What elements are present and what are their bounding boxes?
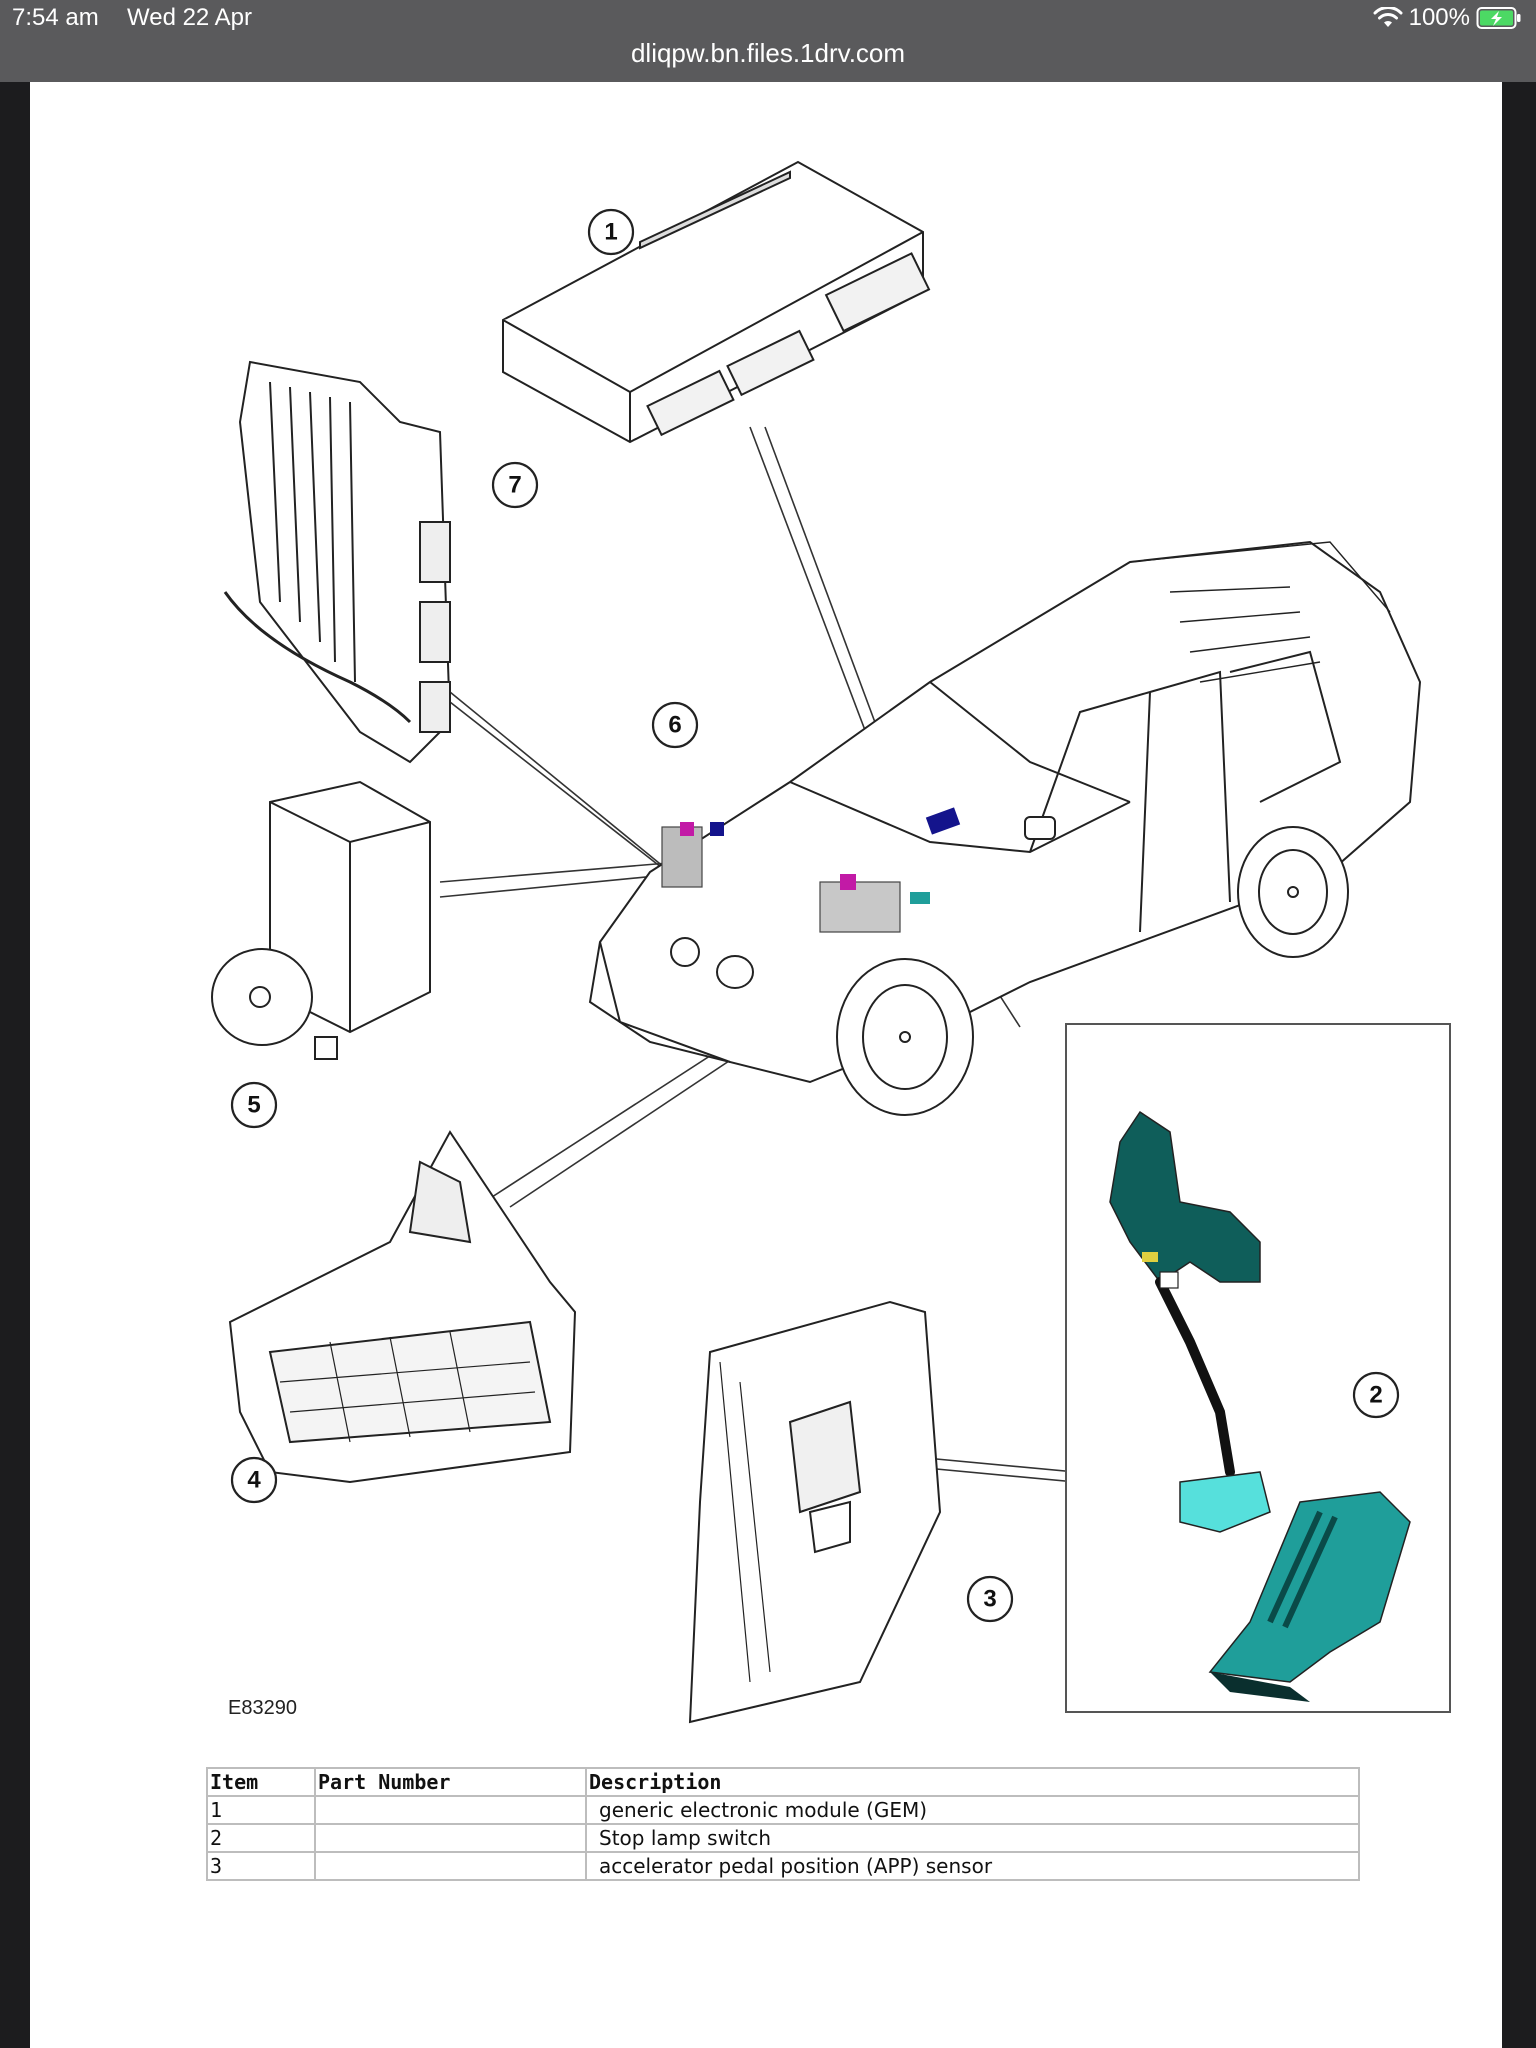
cell-description: accelerator pedal position (APP) sensor (585, 1851, 1360, 1881)
cell-item: 3 (206, 1851, 316, 1881)
status-indicators: 100% (1373, 4, 1522, 32)
cell-description: generic electronic module (GEM) (585, 1795, 1360, 1825)
cell-item: 2 (206, 1823, 316, 1853)
tcm-module-illustration (223, 360, 452, 764)
component-location-diagram: 1 2 3 4 5 6 7 (211, 160, 1451, 1724)
url-bar[interactable]: dliqpw.bn.files.1drv.com (630, 38, 906, 68)
cell-part-number (314, 1795, 587, 1825)
status-time: 7:54 am (12, 4, 99, 31)
callout-6: 6 (651, 701, 699, 749)
document-page: 1 2 3 4 5 6 7 E83290 Item Part Number De… (30, 82, 1502, 2048)
viewer-background-left (0, 82, 30, 2048)
svg-text:1: 1 (604, 219, 617, 246)
vehicle-illustration (588, 540, 1422, 1116)
callout-7: 7 (491, 461, 539, 509)
table-row: 1 generic electronic module (GEM) (206, 1795, 1360, 1825)
callout-4: 4 (230, 1456, 278, 1504)
callout-3: 3 (966, 1575, 1014, 1623)
svg-text:2: 2 (1369, 1382, 1382, 1409)
table-row: 3 accelerator pedal position (APP) senso… (206, 1851, 1360, 1881)
battery-charging-icon (1476, 7, 1521, 29)
callout-1: 1 (587, 208, 635, 256)
cell-item: 1 (206, 1795, 316, 1825)
brake-pedal-illustration (1109, 1110, 1271, 1533)
parts-table: Item Part Number Description 1 generic e… (206, 1767, 1360, 1881)
table-header-row: Item Part Number Description (206, 1767, 1360, 1797)
status-bar: 7:54 am Wed 22 Apr 100% dliqpw.bn.files.… (0, 0, 1536, 82)
vehicle-highlights (661, 807, 961, 933)
svg-text:7: 7 (508, 472, 521, 499)
svg-text:4: 4 (247, 1467, 261, 1494)
svg-text:6: 6 (668, 712, 681, 739)
valve-body-illustration (228, 1130, 577, 1484)
cell-part-number (314, 1823, 587, 1853)
svg-text:5: 5 (247, 1092, 260, 1119)
battery-percent: 100% (1408, 4, 1470, 31)
accelerator-pedal-illustration (1208, 1491, 1411, 1702)
status-date: Wed 22 Apr (127, 4, 252, 31)
pedal-box-illustration (688, 1300, 942, 1724)
svg-text:3: 3 (983, 1586, 996, 1613)
figure-id-label: E83290 (228, 1697, 297, 1719)
cell-description: Stop lamp switch (585, 1823, 1360, 1853)
wifi-icon (1373, 7, 1403, 27)
column-header-item: Item (206, 1767, 316, 1797)
viewer-background-right (1502, 82, 1536, 2048)
cell-part-number (314, 1851, 587, 1881)
callout-5: 5 (230, 1081, 278, 1129)
column-header-description: Description (585, 1767, 1360, 1797)
table-row: 2 Stop lamp switch (206, 1823, 1360, 1853)
gem-module-illustration (502, 160, 931, 444)
callout-2: 2 (1352, 1371, 1400, 1419)
abs-modulator-illustration (211, 780, 431, 1060)
column-header-part-number: Part Number (314, 1767, 587, 1797)
